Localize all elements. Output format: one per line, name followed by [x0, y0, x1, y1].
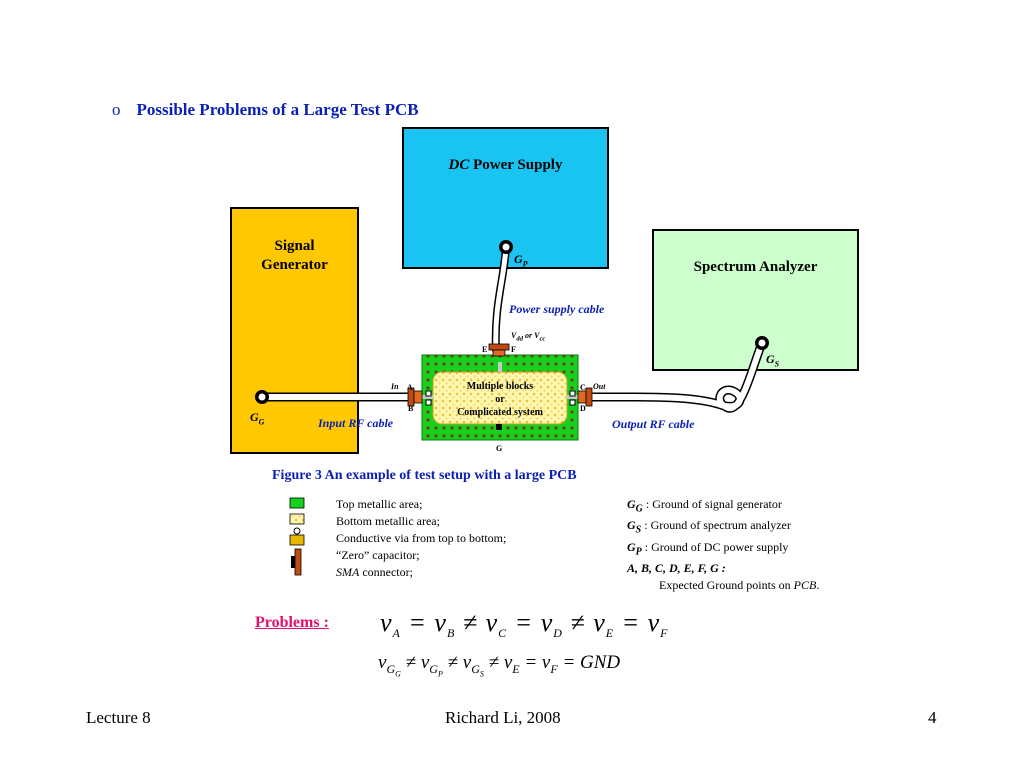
point-g-label: G: [496, 444, 503, 453]
legend-swatch-bottom-metal: [289, 513, 305, 525]
power-supply-cable: [491, 243, 510, 354]
spectrum-analyzer-label: Spectrum Analyzer: [693, 259, 818, 275]
legend-item: Bottom metallic area;: [336, 514, 440, 528]
equation-voltages: vA = vB ≠ vC = vD ≠ vE = vF: [380, 608, 669, 641]
legend-item: GS : Ground of spectrum analyzer: [627, 518, 791, 536]
legend-swatch-sma: [294, 548, 302, 576]
ground-via-g: [496, 424, 502, 430]
legend-right: GG : Ground of signal generator GS : Gro…: [627, 496, 819, 594]
legend-left: Top metallic area; Bottom metallic area;…: [336, 496, 506, 581]
legend-item: Top metallic area;: [336, 497, 423, 511]
legend-item: Conductive via from top to bottom;: [336, 531, 507, 545]
gs-label: GS: [766, 352, 780, 369]
legend-swatch-via: [293, 527, 301, 535]
point-e-label: E: [482, 345, 488, 354]
heading-text: Possible Problems of a Large Test PCB: [136, 100, 419, 119]
legend-item: A, B, C, D, E, F, G :: [627, 561, 726, 576]
sma-connector-left: [407, 387, 423, 407]
output-rf-cable: [589, 341, 767, 413]
legend-swatch-top-metal: [289, 497, 305, 509]
legend-item: Expected Ground points on PCB.: [659, 578, 820, 593]
slide-heading: o Possible Problems of a Large Test PCB: [112, 100, 419, 120]
point-c-label: C: [580, 383, 586, 392]
footer-page-number: 4: [928, 708, 937, 727]
out-label: Out: [593, 382, 606, 391]
point-a-label: A: [407, 383, 413, 392]
pcb-label: Multiple blocks or Complicated system: [457, 381, 543, 418]
sma-connector-top: [488, 343, 510, 357]
input-cable-label: Input RF cable: [318, 416, 394, 430]
problems-label: Problems :: [255, 614, 329, 631]
gp-label: GP: [514, 252, 528, 269]
legend-item: GG : Ground of signal generator: [627, 497, 782, 515]
gg-label: GG: [250, 410, 265, 427]
heading-bullet: o: [112, 100, 121, 119]
spectrum-analyzer-box: Spectrum Analyzer: [652, 229, 859, 371]
output-cable-label: Output RF cable: [612, 417, 695, 431]
equation-grounds: vGG ≠ vGP ≠ vGS ≠ vE = vF = GND: [378, 652, 621, 679]
footer-author: Richard Li, 2008: [445, 708, 561, 727]
point-b-label: B: [408, 404, 414, 413]
dc-power-supply-label: DC Power Supply: [448, 157, 563, 173]
point-d-label: D: [580, 404, 586, 413]
legend-swatch-capacitor: [289, 534, 305, 546]
vdd-vcc-label: Vdd or Vcc: [511, 331, 546, 343]
point-f-label: F: [511, 345, 516, 354]
sma-connector-right: [577, 387, 593, 407]
figure-caption: Figure 3 An example of test setup with a…: [272, 468, 577, 483]
footer-lecture: Lecture 8: [86, 708, 151, 727]
legend-item: SMA connector;: [336, 565, 413, 579]
legend-item: GP : Ground of DC power supply: [627, 539, 789, 558]
power-cable-label: Power supply cable: [509, 302, 605, 316]
legend-item: “Zero” capacitor;: [336, 548, 420, 562]
pcb-board: [421, 354, 579, 441]
in-label: In: [391, 382, 399, 391]
